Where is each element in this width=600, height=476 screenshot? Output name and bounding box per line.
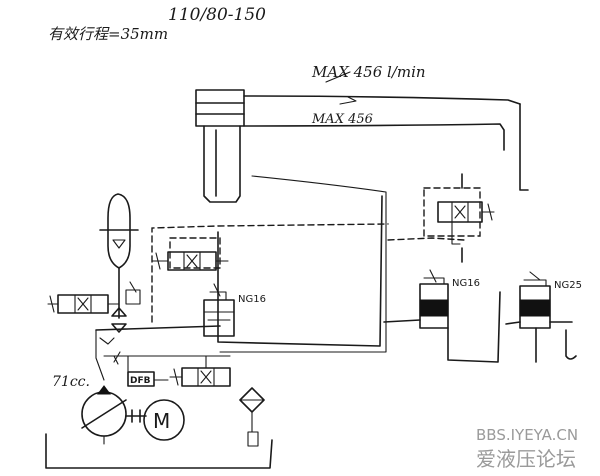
- pump-motor-unit: 71cc. M: [52, 374, 185, 445]
- tank-marker: [247, 431, 259, 447]
- watermark-site: BBS.IYEYA.CN: [476, 426, 578, 444]
- directional-valve-right: [423, 103, 529, 263]
- pump-outlet-line: [95, 329, 105, 381]
- max-flow-subnote: MAX 456: [311, 112, 373, 127]
- motor-symbol: M: [153, 409, 170, 433]
- valve-spring: [47, 295, 59, 313]
- relief-valve-ports: [127, 355, 169, 381]
- relief-valve-label: DFB: [130, 376, 151, 386]
- relief-valve: DFB: [127, 355, 169, 387]
- manifold-block: [217, 195, 383, 347]
- cylinder-cap: [195, 89, 245, 127]
- pump-pressure-line: [95, 325, 221, 331]
- right-pressure-line: [519, 103, 529, 191]
- cartridge-spring: [423, 269, 445, 285]
- valve-spring: [169, 368, 183, 386]
- check-valve-pump: [99, 337, 115, 345]
- valve-spring: [481, 203, 495, 221]
- cartridge-body: [203, 299, 235, 337]
- cartridge-poppet: [519, 299, 551, 317]
- check-valve: [111, 307, 127, 333]
- main-cylinder: [195, 89, 521, 353]
- pump-displacement-label: 71cc.: [52, 374, 90, 390]
- drive-coupling: [125, 409, 147, 423]
- valve-port-line: [451, 221, 461, 245]
- cartridge-valve-right: NG25: [505, 271, 582, 363]
- cartridge-size-label: NG16: [452, 278, 480, 289]
- cylinder-return-line: [243, 123, 505, 151]
- valve-cross: [186, 254, 198, 268]
- pilot-solenoid-valve: [151, 237, 229, 271]
- cartridge-spring: [523, 271, 547, 287]
- watermark-name: 爱液压论坛: [476, 447, 576, 471]
- cylinder-top-line: [243, 95, 521, 105]
- cartridge-spring: [209, 283, 227, 301]
- tank-return-line: [565, 329, 577, 360]
- cartridge-size-label: NG16: [238, 294, 266, 305]
- valve-cross: [77, 297, 89, 311]
- pilot-line-top: [151, 223, 389, 323]
- accumulator-shell: [107, 193, 131, 269]
- pump-flow-triangle: [97, 385, 111, 395]
- stroke-note: 有效行程=35mm: [48, 25, 168, 43]
- pilot-line-right: [387, 237, 465, 241]
- unloading-solenoid-valve: [169, 355, 231, 387]
- return-filter: [239, 387, 265, 447]
- accumulator-solenoid-valve: [47, 281, 141, 333]
- cartridge-ports: [383, 291, 501, 363]
- cartridge-ports: [505, 321, 573, 363]
- cartridge-valve-left: NG16: [203, 283, 266, 337]
- max-flow-note: MAX 456 l/min: [311, 63, 426, 81]
- pump-variable-arrow: [81, 399, 127, 429]
- cartridge-poppet: [419, 299, 449, 317]
- relief-valve-body: [127, 371, 155, 387]
- valve-spring: [151, 252, 169, 270]
- accumulator: [99, 193, 139, 319]
- valve-cross: [454, 205, 466, 219]
- cylinder-rod: [203, 125, 241, 203]
- valve-pilot-box: [169, 237, 221, 269]
- reservoir-tank: [45, 433, 273, 469]
- cylinder-feed-line: [219, 175, 387, 353]
- pressure-switch: [125, 289, 141, 305]
- cartridge-valve-mid: NG16: [383, 269, 501, 363]
- orifice-mark: [113, 351, 121, 365]
- electric-motor: [143, 399, 185, 441]
- pressure-switch-arrow: [129, 281, 137, 293]
- flow-note-arrows: [325, 71, 357, 105]
- valve-cross: [200, 370, 212, 384]
- cartridge-seat: [203, 311, 235, 321]
- cylinder-size-note: 110/80-150: [168, 5, 266, 25]
- accumulator-valve-mark: [112, 239, 126, 249]
- cartridge-size-label: NG25: [554, 280, 582, 291]
